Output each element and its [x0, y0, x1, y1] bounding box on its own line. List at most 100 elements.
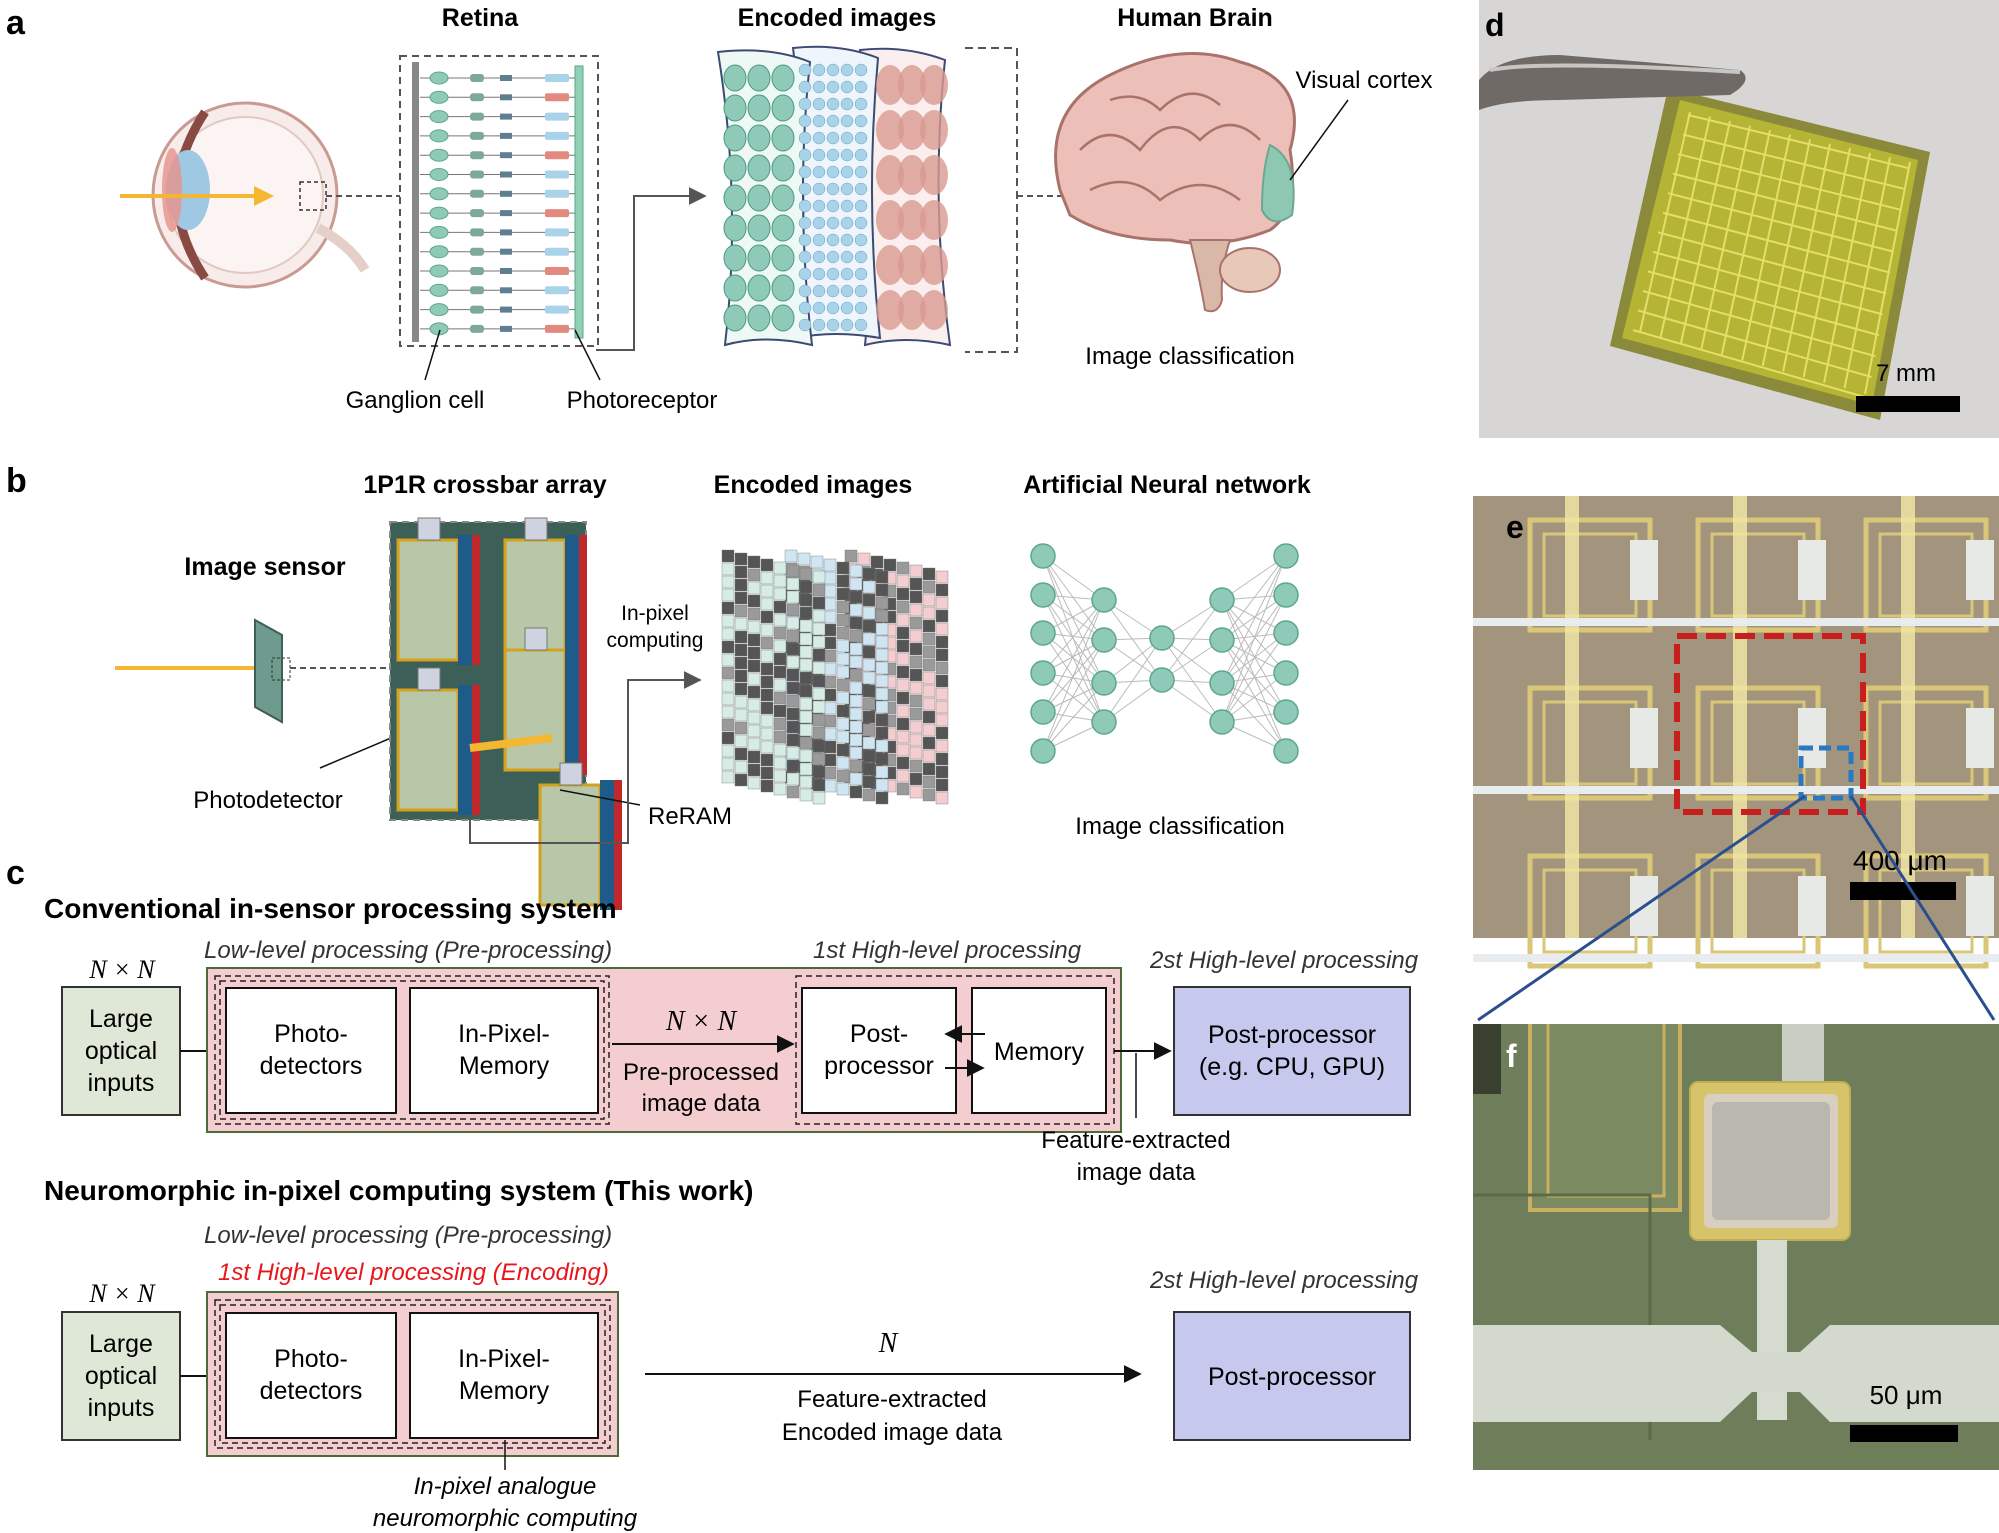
encoded-dot-blue: [826, 114, 840, 128]
encoded-pixel: [721, 640, 735, 654]
bipolar-cell: [470, 151, 484, 160]
neuro-mem-line2: Memory: [459, 1377, 550, 1405]
encoded-dot-pink: [920, 290, 948, 330]
encoded-pixel: [862, 775, 876, 789]
encoded-pixel: [786, 590, 800, 604]
conv-mem-line1: In-Pixel-: [458, 1020, 550, 1048]
nn-edge: [1161, 599, 1223, 681]
encoded-dot-pink: [898, 290, 926, 330]
encoded-pixel: [836, 626, 850, 640]
neuro-nxn-label: N × N: [88, 1279, 156, 1308]
photoreceptor-label: Photoreceptor: [567, 387, 718, 414]
encoded-pixel: [909, 655, 923, 669]
photoreceptor-cell: [545, 93, 569, 102]
encoded-pixel: [836, 600, 850, 614]
panel-letter-f: f: [1506, 1038, 1517, 1074]
chip-line: [1647, 270, 1880, 337]
encoded-pixel: [849, 785, 863, 799]
encoded-pixel: [896, 652, 910, 666]
chip-line: [1700, 125, 1751, 350]
retina-synapse: [500, 325, 512, 332]
encoded-dot-blue: [854, 148, 868, 162]
encoded-pixel: [721, 744, 735, 758]
encoded-pixel: [734, 604, 748, 618]
encoded-dot-blue: [854, 233, 868, 247]
image-sensor-chip: [254, 618, 283, 724]
encoded-pixel: [823, 623, 837, 637]
image-classification-label-a: Image classification: [1085, 343, 1294, 370]
encoded-pixel: [836, 717, 850, 731]
panel-c: c Conventional in-sensor processing syst…: [6, 854, 1419, 1532]
encoded-dot-blue: [826, 131, 840, 145]
panel-letter-b: b: [6, 462, 27, 500]
encoded-dot-blue: [854, 97, 868, 111]
encoded-dot-blue: [854, 216, 868, 230]
encoded-pixel: [721, 549, 735, 563]
bipolar-cell: [470, 131, 484, 140]
encoded-dot-blue: [812, 63, 826, 77]
nn-node: [1149, 625, 1175, 651]
encoded-pixel: [875, 570, 889, 584]
encoded-pixel: [799, 593, 813, 607]
nn-edge: [1042, 555, 1105, 684]
encoded-pixel: [922, 749, 936, 763]
neuro-input-line3: inputs: [88, 1394, 155, 1422]
conv-mem-line2: Memory: [459, 1052, 550, 1080]
encoded-pixel: [909, 707, 923, 721]
encoded-pixel: [875, 726, 889, 740]
chip-line: [1679, 120, 1731, 344]
encoded-pixel: [799, 619, 813, 633]
encoded-pixel: [836, 678, 850, 692]
encoded-pixel: [875, 791, 889, 805]
encoded-pixel: [812, 726, 826, 740]
encoded-pixel: [836, 561, 850, 575]
retina-synapse: [500, 306, 512, 313]
chip-line: [1672, 172, 1898, 232]
nn-edge: [1042, 599, 1105, 713]
ganglion-cell: [429, 187, 449, 201]
nn-node: [1209, 670, 1235, 696]
encoded-dot-blue: [826, 182, 840, 196]
encoded-pixel: [896, 743, 910, 757]
encoded-pixel: [909, 759, 923, 773]
chip-line: [1761, 139, 1811, 367]
encoded-pixel: [922, 762, 936, 776]
encoded-dot-pink: [898, 245, 926, 285]
encoded-pixel: [773, 665, 787, 679]
encoded-pixel: [909, 564, 923, 578]
encoded-dot-blue: [854, 114, 868, 128]
encoded-pixel: [812, 674, 826, 688]
encoded-pixel: [786, 785, 800, 799]
nn-node: [1273, 738, 1299, 764]
ganglion-cell: [429, 110, 449, 124]
encoded-images-b: [721, 549, 949, 805]
ganglion-cell: [429, 71, 449, 85]
bipolar-cell: [470, 324, 484, 333]
conv-postproc-line2: processor: [824, 1052, 934, 1080]
neuro-photodetectors-box: [225, 1312, 397, 1439]
encoded-pixel: [896, 678, 910, 692]
encoded-dot-blue: [840, 216, 854, 230]
ganglion-cell: [429, 206, 449, 220]
encoded-dot-blue: [798, 318, 812, 332]
encoded-dot-teal: [747, 244, 771, 272]
encoded-pixel: [721, 718, 735, 732]
encoded-pixel: [760, 675, 774, 689]
column-line: [1733, 496, 1747, 938]
encoded-pixel: [786, 616, 800, 630]
photodetector-device: [396, 688, 460, 812]
encoded-pixel: [909, 746, 923, 760]
panel-letter-a: a: [6, 4, 26, 42]
reram-electrode: [1798, 876, 1826, 936]
encoded-pixel: [849, 668, 863, 682]
photoreceptor-cell: [545, 170, 569, 179]
encoded-pixel: [734, 695, 748, 709]
encoded-dot-teal: [771, 154, 795, 182]
encoded-dot-teal: [723, 244, 747, 272]
conv-pp-line1: Post-processor: [1208, 1021, 1376, 1049]
encoded-pixel: [823, 649, 837, 663]
encoded-pixel: [862, 567, 876, 581]
reram-device: [417, 517, 441, 541]
neural-network: [1030, 543, 1299, 764]
encoded-pixel: [862, 658, 876, 672]
